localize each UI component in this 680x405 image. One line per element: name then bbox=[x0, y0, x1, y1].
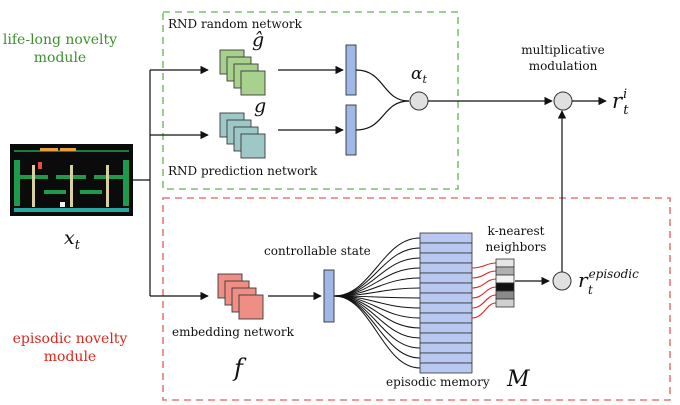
memory-slot bbox=[419, 292, 473, 304]
neighbors-label: neighbors bbox=[486, 240, 547, 254]
knn-cell bbox=[495, 282, 515, 292]
knn-vector bbox=[495, 258, 515, 308]
x-t-symbol: xt bbox=[64, 227, 81, 253]
episodic-module-title-line2: module bbox=[44, 349, 96, 365]
random-network-stack bbox=[219, 49, 266, 96]
prediction-network-stack bbox=[219, 112, 266, 159]
memory-slot bbox=[419, 252, 473, 264]
prediction-feature-bar bbox=[345, 104, 357, 156]
knn-cell bbox=[495, 290, 515, 300]
knn-link bbox=[471, 270, 497, 279]
episodic-reward-node bbox=[552, 271, 572, 291]
memory-slot bbox=[419, 262, 473, 274]
knn-cell bbox=[495, 298, 515, 308]
memory-slot bbox=[419, 342, 473, 354]
controllable-state-bar bbox=[323, 269, 335, 323]
fan-line bbox=[333, 295, 421, 369]
episodic-module-box bbox=[162, 197, 671, 401]
memory-slot bbox=[419, 242, 473, 254]
knn-link bbox=[471, 294, 497, 309]
fan-line bbox=[333, 257, 421, 297]
knn-cell bbox=[495, 266, 515, 276]
lifelong-module-title-line2: module bbox=[34, 50, 86, 66]
knn-link bbox=[471, 278, 497, 289]
g-symbol: g bbox=[254, 95, 266, 117]
lifelong-module-box bbox=[162, 11, 459, 190]
random-to-alpha-curve bbox=[355, 69, 410, 102]
memory-slot bbox=[419, 362, 473, 374]
lifelong-module-title: life-long novelty bbox=[3, 32, 117, 48]
random-feature-bar bbox=[345, 44, 357, 96]
alpha-t-symbol: αt bbox=[411, 64, 427, 86]
knn-link bbox=[471, 302, 497, 319]
memory-slot bbox=[419, 282, 473, 294]
modulation-node bbox=[553, 91, 573, 111]
modulation-label: modulation bbox=[529, 59, 598, 73]
memory-fan-lines bbox=[333, 237, 421, 369]
memory-slot bbox=[419, 332, 473, 344]
memory-slot bbox=[419, 352, 473, 364]
episodic-memory-label: episodic memory bbox=[386, 375, 490, 389]
embedding-network-label: embedding network bbox=[172, 325, 295, 339]
alpha-node bbox=[409, 91, 429, 111]
multiplicative-label: multiplicative bbox=[521, 43, 604, 57]
memory-slot bbox=[419, 322, 473, 334]
fan-line bbox=[333, 295, 421, 329]
knn-cell bbox=[495, 258, 515, 268]
g-hat-symbol: ĝ bbox=[252, 29, 264, 51]
memory-slot bbox=[419, 302, 473, 314]
fan-line bbox=[333, 237, 421, 297]
memory-slot bbox=[419, 272, 473, 284]
knn-link bbox=[471, 262, 497, 269]
knn-red-links bbox=[471, 262, 497, 319]
game-frame-thumbnail bbox=[10, 144, 133, 216]
rnd-prediction-network-label: RND prediction network bbox=[168, 164, 318, 178]
memory-slot bbox=[419, 312, 473, 324]
controllable-state-label: controllable state bbox=[264, 244, 371, 258]
prediction-to-alpha-curve bbox=[355, 100, 410, 131]
M-symbol: M bbox=[506, 367, 530, 392]
knn-link bbox=[471, 286, 497, 299]
rnd-random-network-label: RND random network bbox=[168, 17, 303, 31]
knn-label: k-nearest bbox=[488, 224, 545, 238]
fan-line bbox=[333, 295, 421, 349]
embedding-network-stack bbox=[217, 273, 264, 320]
memory-slot bbox=[419, 232, 473, 244]
episodic-module-title: episodic novelty bbox=[13, 331, 128, 347]
knn-cell bbox=[495, 274, 515, 284]
f-symbol: f bbox=[232, 354, 247, 382]
episodic-memory-stack bbox=[419, 232, 473, 374]
